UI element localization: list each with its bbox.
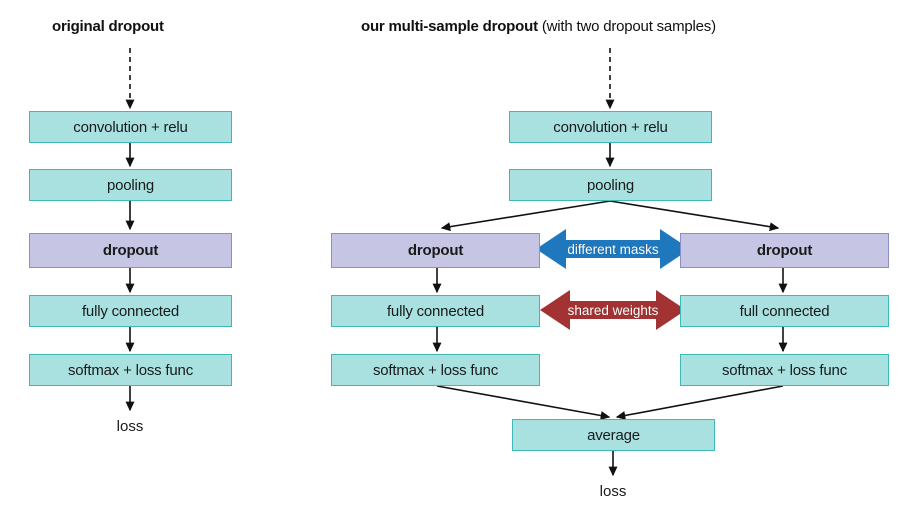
- left-panel-title: original dropout: [52, 18, 164, 35]
- right-panel-title: our multi-sample dropout (with two dropo…: [361, 18, 716, 35]
- right-node-pooling[interactable]: pooling: [509, 169, 712, 201]
- right-node-convolution-relu-label: convolution + relu: [553, 118, 668, 136]
- left-output-loss-label: loss: [116, 418, 144, 435]
- right-branch-left-node-softmax-loss-func-label: softmax + loss func: [372, 361, 498, 379]
- right-node-pooling-label: pooling: [587, 176, 634, 194]
- right-branch-left-node-softmax-loss-func[interactable]: softmax + loss func: [331, 354, 540, 386]
- right-branch-right-node-dropout[interactable]: dropout: [680, 233, 889, 268]
- right-node-convolution-relu[interactable]: convolution + relu: [509, 111, 712, 143]
- right-branch-left-node-dropout-label: dropout: [407, 242, 464, 259]
- right-branch-left-node-dropout[interactable]: dropout: [331, 233, 540, 268]
- right-branch-right-node-softmax-loss-func[interactable]: softmax + loss func: [680, 354, 889, 386]
- left-node-pooling-label: pooling: [107, 176, 154, 194]
- left-node-pooling[interactable]: pooling: [29, 169, 232, 201]
- right-output-loss-label: loss: [599, 483, 627, 500]
- right-node-average[interactable]: average: [512, 419, 715, 451]
- left-node-convolution-relu-label: convolution + relu: [73, 118, 188, 136]
- left-node-fully-connected-label: fully connected: [81, 302, 180, 320]
- left-node-fully-connected[interactable]: fully connected: [29, 295, 232, 327]
- left-node-dropout[interactable]: dropout: [29, 233, 232, 268]
- left-node-softmax-loss-func[interactable]: softmax + loss func: [29, 354, 232, 386]
- edge-softmax-left-to-average: [436, 385, 611, 420]
- shared-weights-label: shared weights: [567, 303, 659, 318]
- left-node-convolution-relu[interactable]: convolution + relu: [29, 111, 232, 143]
- right-branch-right-node-dropout-label: dropout: [756, 242, 813, 259]
- right-node-average-label: average: [587, 426, 640, 444]
- edge-pooling-to-dropout-right: [609, 200, 780, 232]
- right-branch-right-node-full-connected[interactable]: full connected: [680, 295, 889, 327]
- right-panel-title-normal: (with two dropout samples): [537, 18, 716, 35]
- right-branch-left-node-fully-connected-label: fully connected: [386, 302, 485, 320]
- right-branch-left-node-fully-connected[interactable]: fully connected: [331, 295, 540, 327]
- right-branch-right-node-softmax-loss-func-label: softmax + loss func: [721, 361, 847, 379]
- different-masks-label: different masks: [567, 242, 659, 257]
- right-panel-title-bold: our multi-sample dropout: [361, 18, 538, 35]
- left-node-softmax-loss-func-label: softmax + loss func: [67, 361, 193, 379]
- edge-pooling-to-dropout-left: [440, 200, 611, 232]
- left-panel-title-bold: original dropout: [52, 18, 164, 35]
- left-node-dropout-label: dropout: [102, 242, 159, 259]
- right-branch-right-node-full-connected-label: full connected: [739, 302, 830, 320]
- edge-softmax-right-to-average: [615, 385, 784, 420]
